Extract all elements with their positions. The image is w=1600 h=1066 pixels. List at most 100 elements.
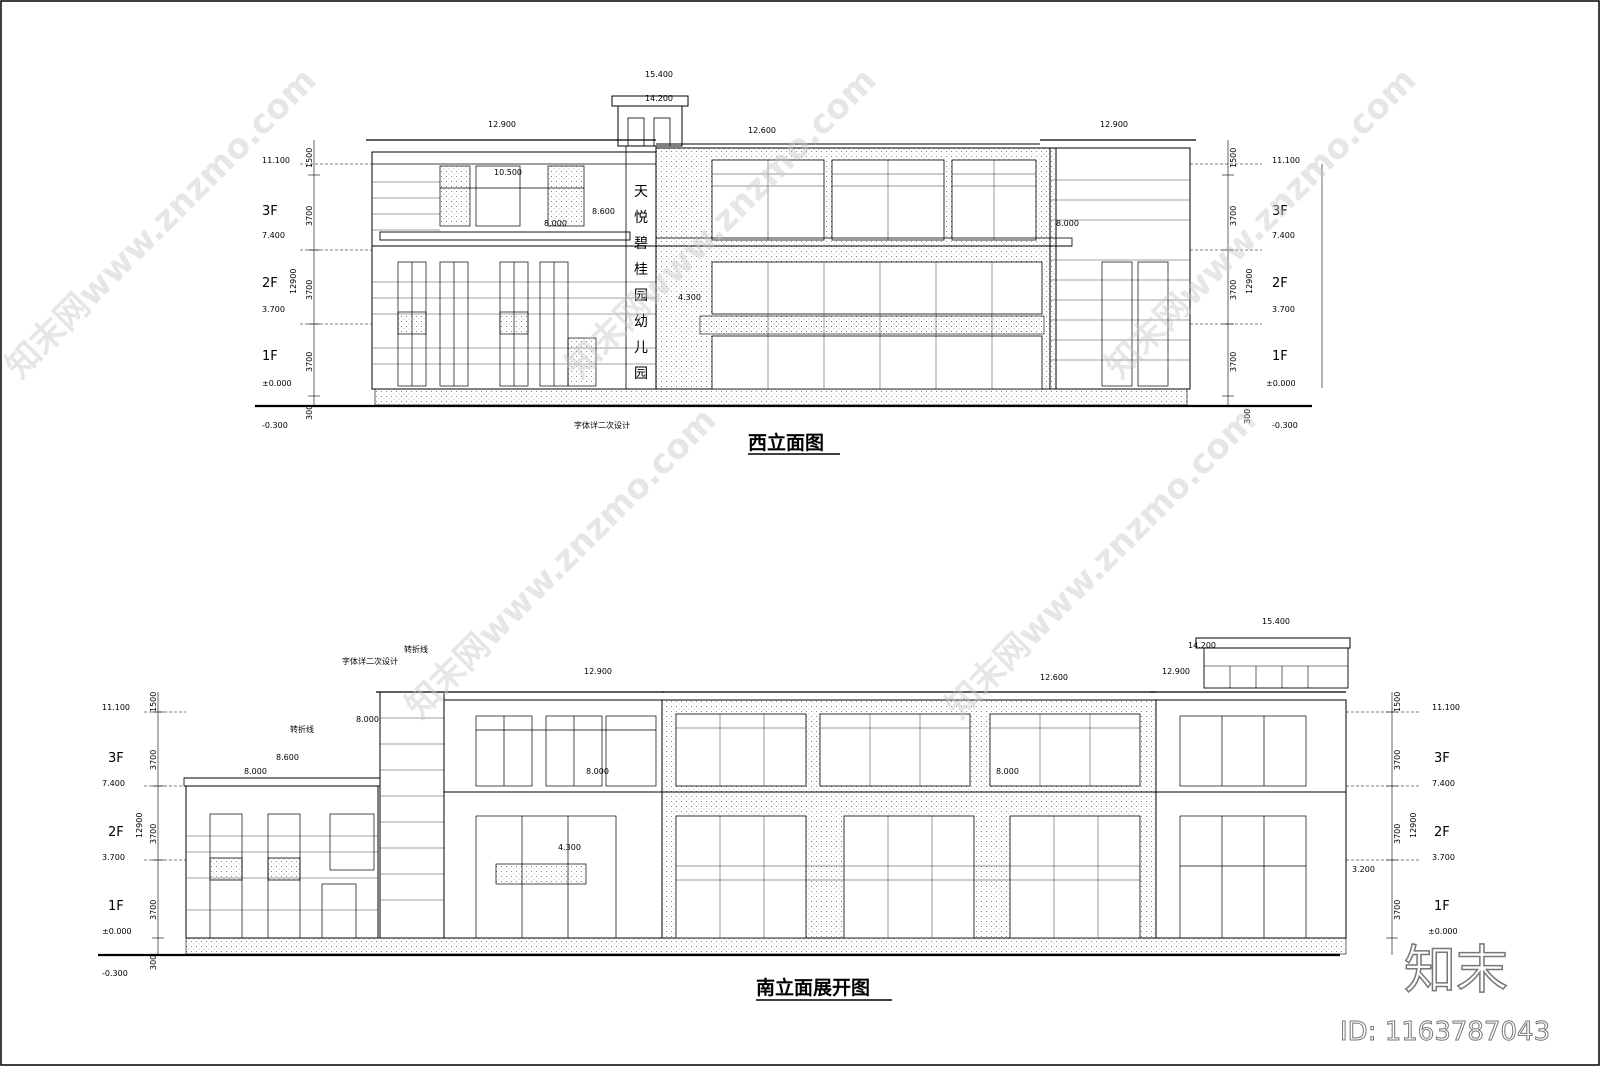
- roof-level: 8.600: [592, 207, 615, 216]
- dim-text: 3700: [1393, 750, 1402, 770]
- roof-level: 8.000: [356, 715, 379, 724]
- roof-level: 3.200: [1352, 865, 1375, 874]
- roof-level: 14.200: [645, 94, 673, 103]
- roof-level: 8.000: [544, 219, 567, 228]
- dim-text: 1500: [1229, 148, 1238, 168]
- dim-text: 12900: [289, 269, 298, 294]
- roof-level: 4.300: [678, 293, 701, 302]
- level-mark: 7.400: [1432, 779, 1455, 788]
- floor-label: 3F: [1272, 204, 1288, 219]
- sign-char: 天: [634, 184, 648, 200]
- floor-label: 1F: [108, 899, 124, 914]
- roof-level: 15.400: [1262, 617, 1290, 626]
- dim-text: 3700: [305, 280, 314, 300]
- roof-level: 10.500: [494, 168, 522, 177]
- roof-level: 8.000: [1056, 219, 1079, 228]
- roof-level: 8.600: [276, 753, 299, 762]
- watermark-text: 知末网www.znzmo.com: [398, 400, 724, 726]
- sign-char: 碧: [634, 236, 648, 252]
- dim-text: 1500: [149, 692, 158, 712]
- level-mark: -0.300: [262, 421, 288, 430]
- level-mark: -0.300: [1272, 421, 1298, 430]
- floor-label: 2F: [262, 276, 278, 291]
- floor-label: 3F: [108, 751, 124, 766]
- dim-text: 3700: [149, 900, 158, 920]
- note-text: 转折线: [404, 644, 428, 654]
- west-font-note: 字体详二次设计: [574, 420, 630, 430]
- dim-text: 12900: [135, 813, 144, 838]
- south-title: 南立面展开图: [756, 976, 870, 999]
- level-mark: ±0.000: [1428, 927, 1458, 936]
- dim-text: 3700: [305, 206, 314, 226]
- roof-level: 14.200: [1188, 641, 1216, 650]
- roof-level: 8.000: [996, 767, 1019, 776]
- level-mark: 3.700: [1432, 853, 1455, 862]
- dim-text: 3700: [1393, 824, 1402, 844]
- watermark-text: 知末网www.znzmo.com: [0, 60, 324, 386]
- level-mark: ±0.000: [1266, 379, 1296, 388]
- dim-text: 300: [305, 405, 314, 420]
- west-title: 西立面图: [748, 431, 824, 454]
- sign-char: 儿: [634, 340, 648, 356]
- watermark-text: 知末网www.znzmo.com: [1098, 60, 1424, 386]
- level-mark: 3.700: [1272, 305, 1295, 314]
- dim-text: 1500: [1393, 692, 1402, 712]
- note-text: 转折线: [290, 724, 314, 734]
- south-elevation: [98, 637, 1420, 1001]
- note-text: 字体详二次设计: [342, 656, 398, 666]
- west-labels: 西立面图 字体详二次设计 天 悦 碧 桂 园 幼 儿 园 3F 2F 1F 3F…: [262, 70, 1300, 454]
- floor-label: 2F: [108, 825, 124, 840]
- dim-text: 3700: [1229, 352, 1238, 372]
- floor-label: 1F: [1272, 349, 1288, 364]
- dim-text: 12900: [1409, 813, 1418, 838]
- dim-text: 1500: [305, 148, 314, 168]
- dim-text: 300: [149, 955, 158, 970]
- dim-text: 3700: [305, 352, 314, 372]
- roof-level: 4.300: [558, 843, 581, 852]
- roof-level: 12.900: [488, 120, 516, 129]
- floor-label: 2F: [1434, 825, 1450, 840]
- brand-logo: 知末: [1404, 941, 1508, 1001]
- image-id: ID: 1163787043: [1340, 1017, 1550, 1047]
- sign-char: 园: [634, 288, 648, 304]
- level-mark: 7.400: [102, 779, 125, 788]
- dim-text: 3700: [1393, 900, 1402, 920]
- dim-text: 3700: [1229, 280, 1238, 300]
- roof-level: 12.600: [1040, 673, 1068, 682]
- roof-level: 8.000: [244, 767, 267, 776]
- floor-label: 3F: [262, 204, 278, 219]
- floor-label: 1F: [1434, 899, 1450, 914]
- west-elevation: [255, 95, 1323, 455]
- dim-text: 3700: [149, 824, 158, 844]
- level-mark: -0.300: [102, 969, 128, 978]
- level-mark: 11.100: [262, 156, 290, 165]
- floor-label: 3F: [1434, 751, 1450, 766]
- roof-level: 15.400: [645, 70, 673, 79]
- dim-text: 12900: [1245, 269, 1254, 294]
- roof-level: 12.900: [1100, 120, 1128, 129]
- roof-level: 12.900: [584, 667, 612, 676]
- level-mark: 3.700: [102, 853, 125, 862]
- roof-level: 12.600: [748, 126, 776, 135]
- west-school-name: 天 悦 碧 桂 园 幼 儿 园: [634, 184, 648, 382]
- level-mark: 11.100: [1432, 703, 1460, 712]
- level-mark: 7.400: [262, 231, 285, 240]
- watermark-text: 知末网www.znzmo.com: [938, 400, 1264, 726]
- dim-text: 3700: [1229, 206, 1238, 226]
- south-labels: 南立面展开图 字体详二次设计 转折线 转折线 3F 2F 1F 3F 2F 1F…: [102, 617, 1460, 999]
- sign-char: 幼: [634, 314, 648, 330]
- sign-char: 悦: [634, 210, 648, 226]
- dim-text: 300: [1243, 409, 1252, 424]
- roof-level: 12.900: [1162, 667, 1190, 676]
- level-mark: ±0.000: [262, 379, 292, 388]
- level-mark: 7.400: [1272, 231, 1295, 240]
- floor-label: 2F: [1272, 276, 1288, 291]
- sign-char: 园: [634, 366, 648, 382]
- level-mark: 11.100: [1272, 156, 1300, 165]
- roof-level: 8.000: [586, 767, 609, 776]
- level-mark: 11.100: [102, 703, 130, 712]
- level-mark: 3.700: [262, 305, 285, 314]
- sign-char: 桂: [634, 262, 648, 278]
